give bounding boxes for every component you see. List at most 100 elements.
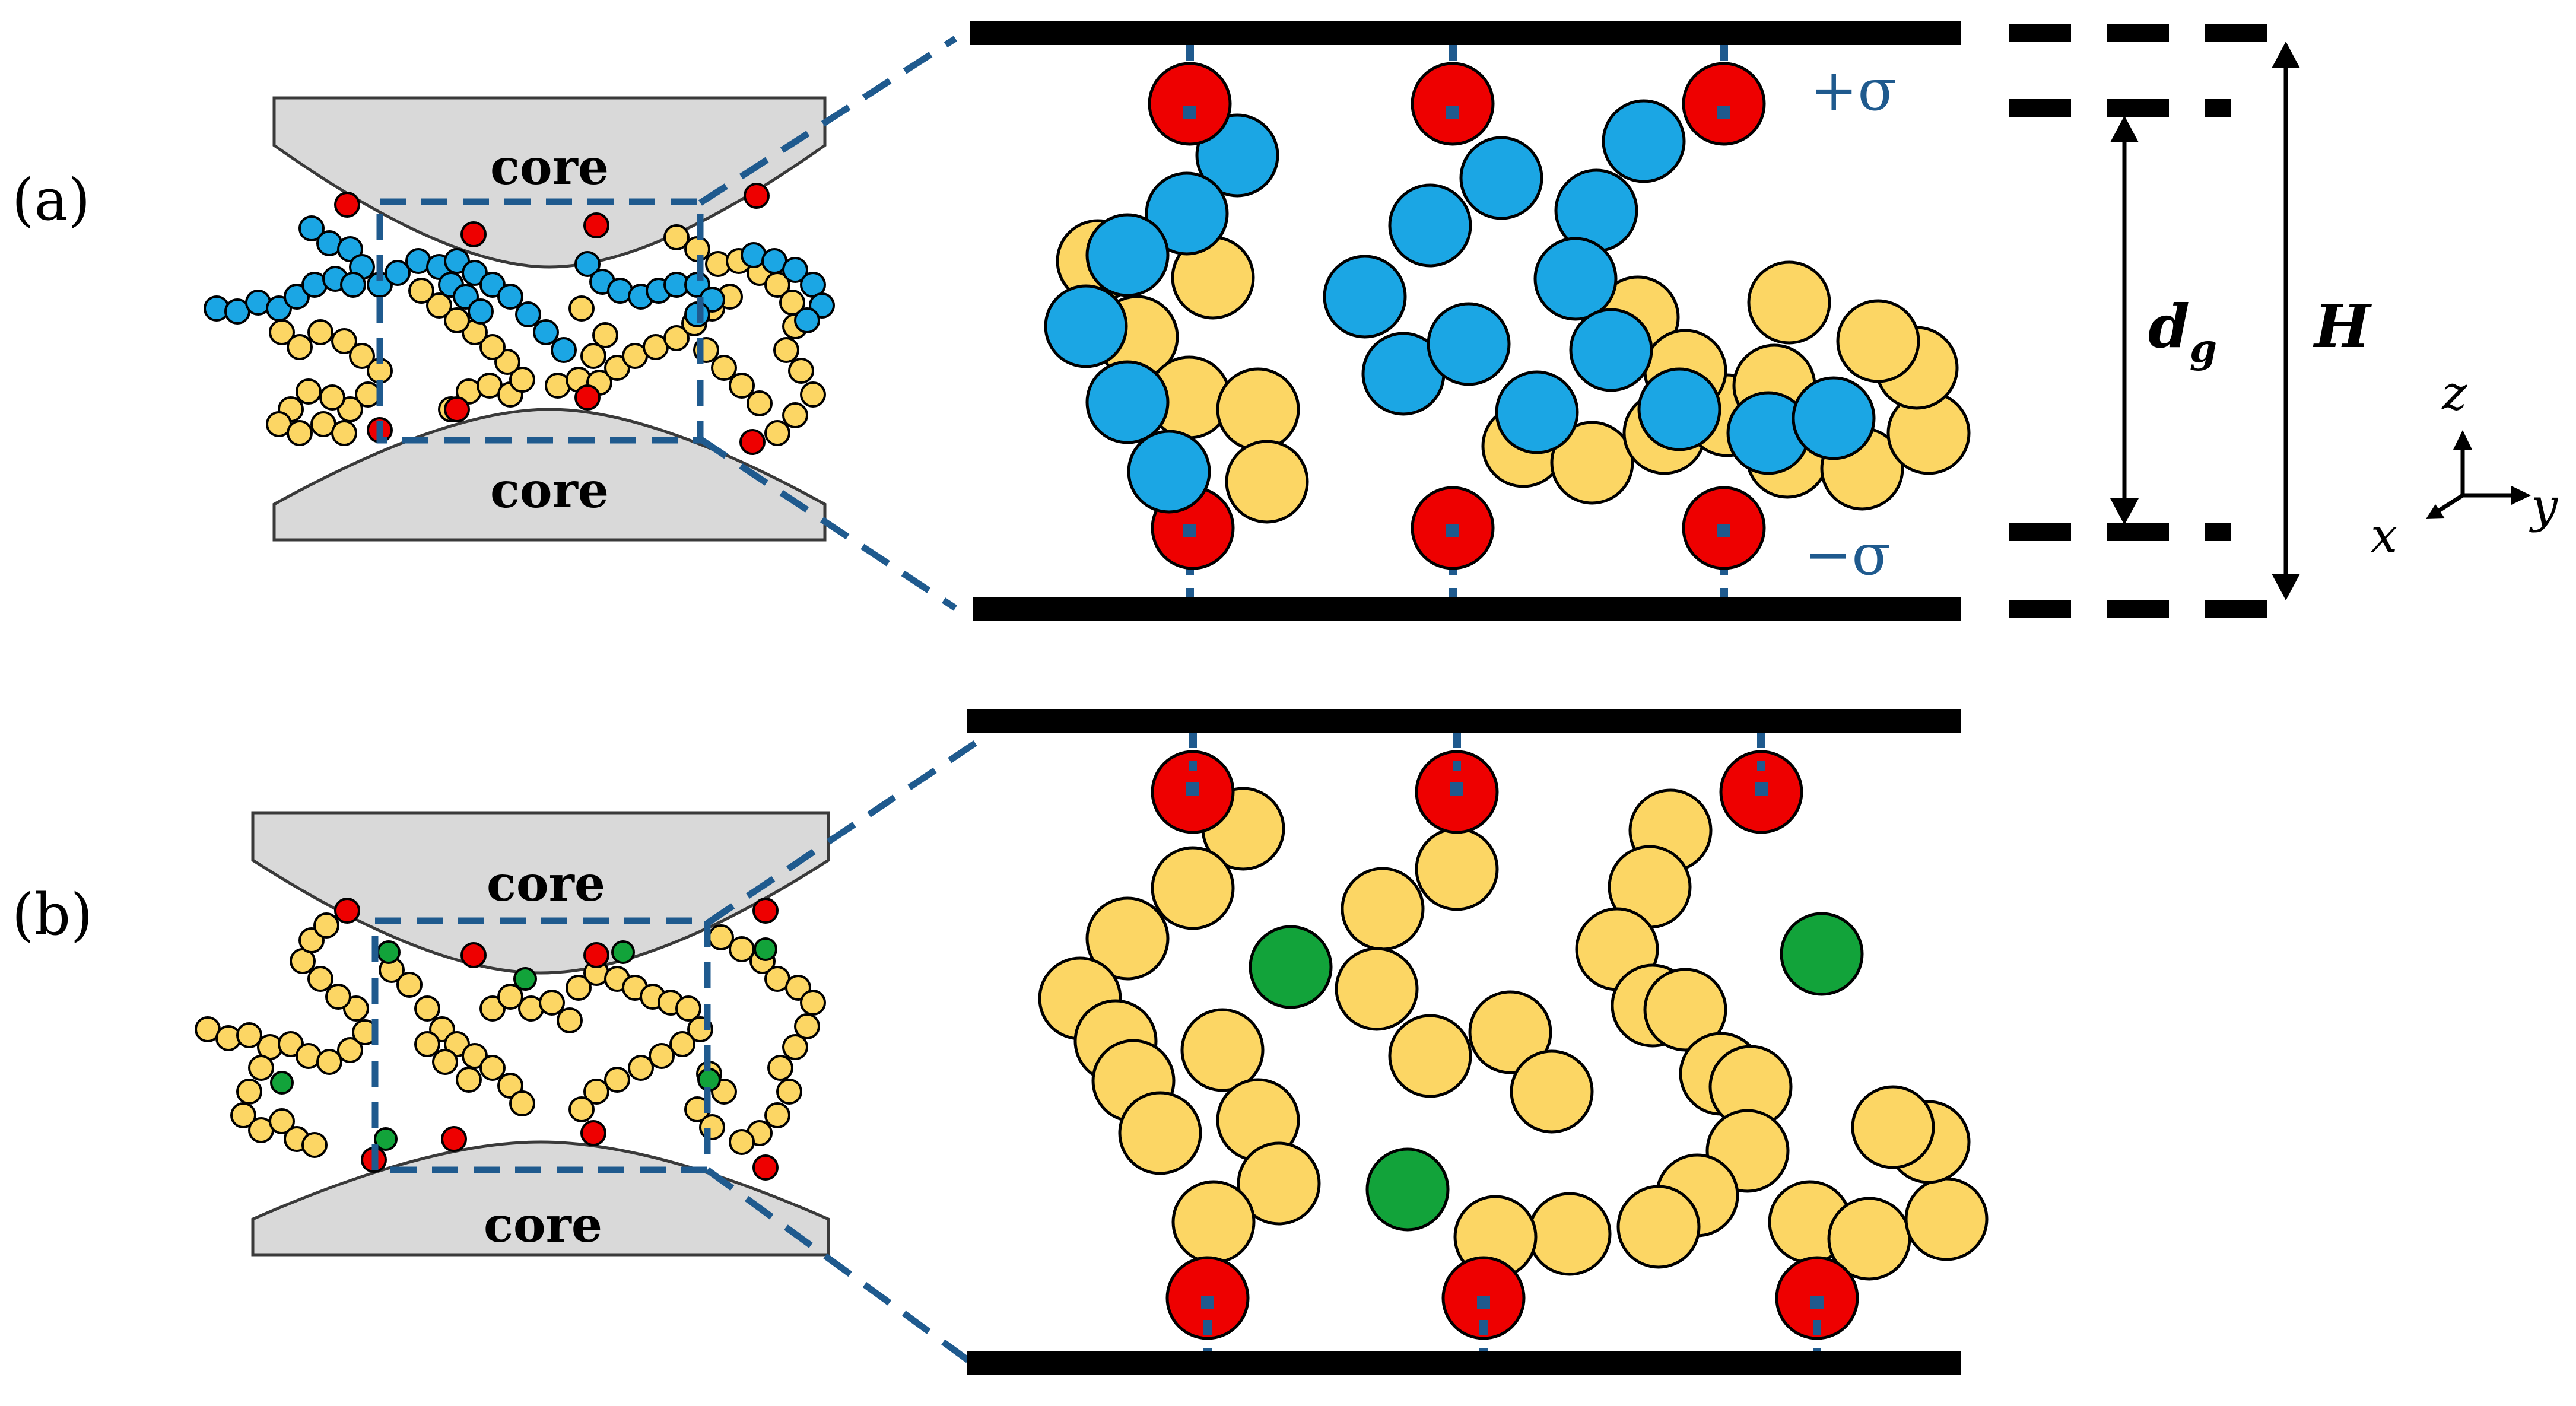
polymer-a-bead (1459, 136, 1543, 220)
polymer-a-bead (1495, 370, 1579, 454)
panel-b-label: (b) (12, 882, 93, 948)
anchor-mark (1446, 106, 1459, 119)
polymer-b-bead (1550, 421, 1634, 505)
polymer-b-bead (800, 381, 826, 408)
polymer-a-bead (1792, 376, 1876, 460)
polymer-b-bead (287, 420, 313, 446)
zoom-line-a-top (698, 36, 957, 206)
polymer-a-bead (574, 251, 601, 277)
anchor-mark (1717, 524, 1730, 537)
polymer-b-bead (729, 373, 755, 399)
polymer-b-bead (444, 1031, 470, 1057)
polymer-a-bead (1427, 302, 1511, 386)
anchor-bead (334, 898, 360, 924)
polymer-b-bead (479, 1055, 506, 1081)
polymer-b-bead (349, 343, 375, 369)
zoom-line-b-top (705, 736, 984, 926)
wall-bottom-a (973, 597, 1961, 621)
polymer-b-bead (432, 1049, 458, 1075)
polymer-b-bead (794, 1013, 820, 1039)
anchor-mark (1183, 106, 1196, 119)
polymer-b-bead (1527, 1192, 1612, 1276)
polymer-b-bead (497, 1073, 523, 1099)
polymer-b-bead (568, 1096, 595, 1122)
polymer-b-bead (414, 995, 440, 1022)
polymer-b-bead (337, 1037, 363, 1063)
polymer-b-bead (509, 1090, 535, 1116)
polymer-a-bead (1323, 255, 1407, 339)
anchor-mark (1810, 1296, 1824, 1309)
polymer-b-bead (456, 1067, 482, 1093)
polymer-a-bead (1637, 367, 1721, 451)
polymer-b-bead (1225, 440, 1309, 524)
polymer-b-bead (788, 358, 814, 384)
counterion-bead (754, 937, 777, 961)
anchor-bead (1411, 62, 1495, 146)
panel-b-zoom (967, 709, 1989, 1375)
polymer-a-bead (1602, 99, 1686, 183)
polymer-chains-a-overview (204, 183, 835, 455)
polymer-a-bead (515, 301, 541, 327)
anchor-mark (1755, 782, 1768, 796)
polymer-b-bead (773, 337, 799, 363)
polymer-b-bead (307, 966, 333, 992)
polymer-b-bead (337, 396, 363, 422)
anchor-bead (744, 183, 770, 209)
polymer-b-bead (414, 1031, 440, 1057)
anchor-bead (752, 898, 779, 924)
core-top-a (272, 96, 827, 269)
polymer-b-bead (675, 995, 701, 1022)
polymer-b-bead (1851, 1085, 1935, 1169)
polymer-b-bead (331, 328, 357, 354)
polymer-b-bead (325, 984, 351, 1010)
counterion-bead (270, 1071, 294, 1095)
polymer-b-bead (248, 1055, 274, 1081)
zoom-line-b-bottom (705, 1167, 984, 1373)
polymer-chains-a-zoom (1044, 45, 1971, 597)
polymer-b-bead (663, 224, 690, 250)
core-bottom-b-label: core (484, 1197, 602, 1254)
counterion-bead (377, 940, 401, 964)
anchor-mark (1717, 106, 1730, 119)
polymer-b-bead (296, 378, 322, 405)
polymer-b-bead (583, 1079, 609, 1105)
polymer-b-bead (1216, 367, 1300, 451)
axis-z-label: z (2441, 365, 2467, 421)
polymer-b-bead (1415, 827, 1499, 911)
wall-top-b (967, 709, 1961, 733)
polymer-b-bead (767, 1055, 793, 1081)
polymer-b-bead (462, 1043, 488, 1069)
polymer-a-bead (551, 337, 577, 363)
polymer-a-bead (385, 260, 411, 286)
sigma-plus-label: +σ (1810, 57, 1897, 123)
polymer-b-bead (669, 1031, 695, 1057)
polymer-a-bead (794, 307, 820, 333)
polymer-b-bead (287, 334, 313, 360)
anchor-bead (444, 396, 470, 422)
polymer-b-bead (313, 912, 339, 939)
anchor-mark (1201, 1296, 1214, 1309)
polymer-a-bead (284, 284, 310, 310)
polymer-b-bead (1118, 1091, 1202, 1175)
panel-a-zoom: +σ −σ dg H z (970, 21, 2559, 621)
panel-b-overview: core core (195, 736, 984, 1373)
polymer-b-bead (580, 343, 606, 369)
polymer-b-bead (628, 1055, 654, 1081)
polymer-b-bead (604, 1067, 630, 1093)
anchor-bead (1148, 62, 1232, 146)
polymer-b-bead (1747, 260, 1831, 345)
anchor-bead (583, 212, 609, 238)
polymer-b-bead (1643, 968, 1727, 1052)
zoom-box-b (371, 917, 711, 1173)
zoom-line-a-bottom (698, 436, 958, 611)
polymer-b-bead (800, 990, 826, 1016)
polymer-b-bead (236, 1079, 262, 1105)
counterion-bead (374, 1127, 398, 1151)
axis-triad (2426, 430, 2531, 519)
polymer-a-bead (266, 295, 292, 322)
polymer-b-bead (1151, 846, 1235, 930)
polymer-a-bead (1127, 430, 1211, 514)
sigma-minus-label: −σ (1804, 521, 1891, 588)
polymer-b-bead (269, 1108, 295, 1134)
